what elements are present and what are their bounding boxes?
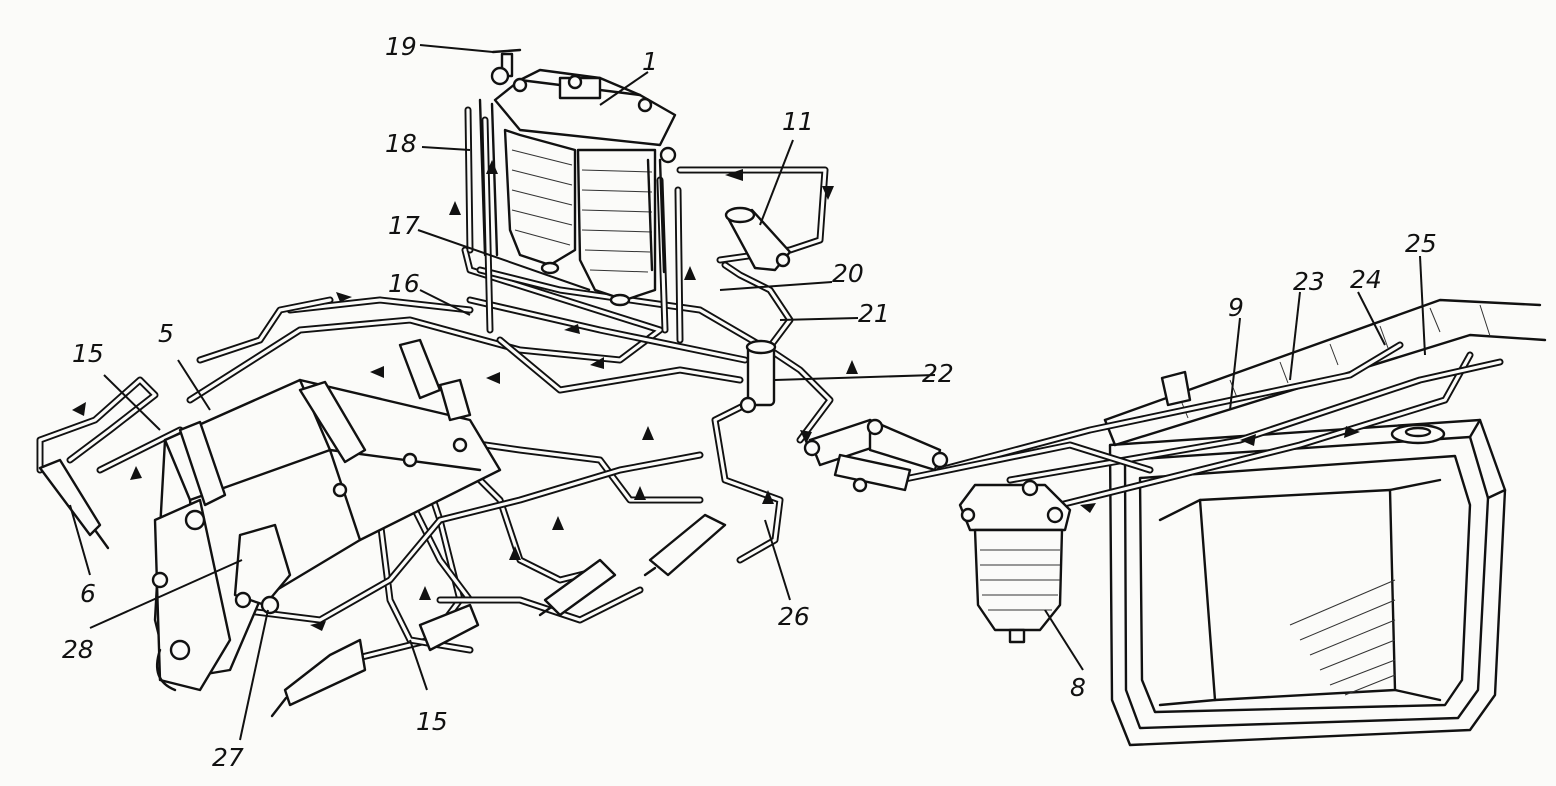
callout-11: 11 [782,107,814,136]
callout-8: 8 [1070,673,1086,702]
callout-19: 19 [385,32,417,61]
callout-16: 16 [388,269,420,298]
coarse-fuel-filter [958,479,1072,644]
callout-5: 5 [158,319,174,348]
drain-tap [490,48,522,86]
callout-24: 24 [1350,265,1382,294]
callout-15-bottom: 15 [416,707,448,736]
fuel-tank [1108,418,1507,747]
leader-lines [69,44,1426,741]
injectors [38,338,727,718]
callout-27: 27 [212,743,244,772]
tee-fitting [739,339,777,414]
callout-18: 18 [385,129,417,158]
callout-20: 20 [832,259,864,288]
callout-labels: 1 5 6 8 9 11 15 15 16 17 18 19 20 21 22 … [62,32,1437,772]
hand-priming-pump [724,206,792,272]
callout-6: 6 [80,579,96,608]
callout-17: 17 [388,211,420,240]
callout-15-left: 15 [72,339,104,368]
callout-23: 23 [1293,267,1325,296]
callout-21: 21 [858,299,890,328]
callout-22: 22 [922,359,954,388]
injection-pump [151,378,502,692]
callout-28: 28 [62,635,94,664]
flow-arrows [72,160,1360,631]
fine-fuel-filter [478,68,677,307]
callout-9: 9 [1228,293,1244,322]
callout-1: 1 [642,47,658,76]
callout-26: 26 [778,602,810,631]
callout-25: 25 [1405,229,1437,258]
flexible-hose-assembly [803,418,949,493]
